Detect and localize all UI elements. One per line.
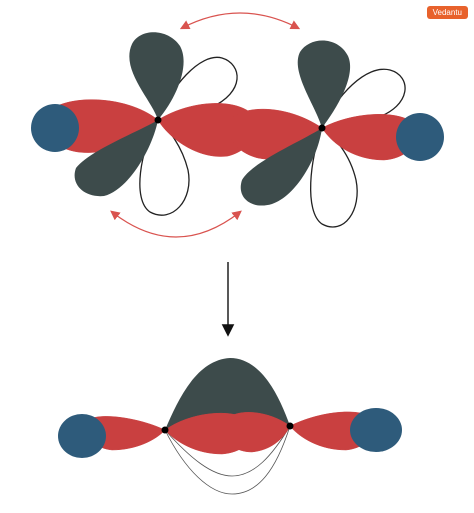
bottom-right-blue-sphere [350, 408, 402, 452]
bottom-upper-pi-dark-lobe [165, 358, 290, 430]
bottom-left-blue-sphere [58, 414, 106, 458]
bottom-rotation-arrow-icon [110, 210, 242, 238]
watermark-badge: Vedantu [426, 6, 468, 19]
top-left-lower-dark-lobe [74, 120, 158, 197]
bottom-lower-unshaded-lobe-inner [164, 425, 291, 477]
bottom-molecule [58, 358, 402, 495]
top-right-lower-dark-lobe [240, 128, 322, 206]
top-left-blue-sphere [31, 104, 79, 152]
top-left-upper-dark-lobe [129, 32, 184, 120]
top-right-blue-sphere [396, 113, 444, 161]
top-rotation-arrow-icon [179, 12, 301, 30]
bottom-left-nucleus-dot [161, 426, 169, 434]
bottom-lower-unshaded-lobe-outer [164, 425, 291, 495]
bottom-right-nucleus-dot [286, 422, 294, 430]
top-left-atom [31, 32, 257, 216]
top-right-nucleus-dot [318, 124, 326, 132]
top-right-lower-unshaded-lobe [309, 127, 358, 228]
top-left-nucleus-dot [154, 116, 162, 124]
top-right-upper-dark-lobe [297, 40, 351, 128]
top-right-atom [228, 40, 444, 228]
bottom-center-right-red-lobe [222, 412, 291, 453]
